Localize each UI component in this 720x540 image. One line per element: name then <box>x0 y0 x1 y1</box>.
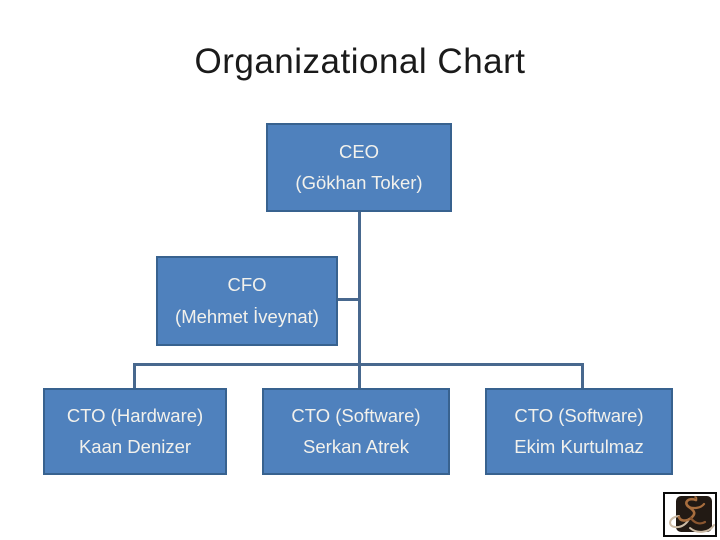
org-node-person: Ekim Kurtulmaz <box>514 436 644 457</box>
org-node-person: Kaan Denizer <box>78 436 192 457</box>
org-node-role: CFO <box>227 274 267 295</box>
org-node-person: (Gökhan Toker) <box>295 172 423 193</box>
org-node-cto-software-1[interactable]: CTO (Software) Serkan Atrek <box>262 388 450 475</box>
org-node-role: CEO <box>338 140 380 162</box>
connector-cfo-stub <box>338 298 360 301</box>
connector-drop-right <box>581 363 584 388</box>
org-node-cfo[interactable]: CFO (Mehmet İveynat) <box>156 256 338 346</box>
org-node-person: Serkan Atrek <box>303 436 409 457</box>
connector-rail <box>133 363 584 366</box>
org-node-role: CTO (Software) <box>291 404 421 426</box>
org-node-person: (Mehmet İveynat) <box>175 305 319 327</box>
org-node-ceo[interactable]: CEO (Gökhan Toker) <box>266 123 452 212</box>
org-node-cto-software-2[interactable]: CTO (Software) Ekim Kurtulmaz <box>485 388 673 475</box>
calligraphy-monogram-icon <box>663 492 717 537</box>
connector-drop-left <box>133 363 136 388</box>
org-node-cto-hardware[interactable]: CTO (Hardware) Kaan Denizer <box>43 388 227 475</box>
slide-title: Organizational Chart <box>194 42 526 81</box>
org-node-role: CTO (Software) <box>514 404 644 426</box>
org-node-role: CTO (Hardware) <box>66 404 204 426</box>
